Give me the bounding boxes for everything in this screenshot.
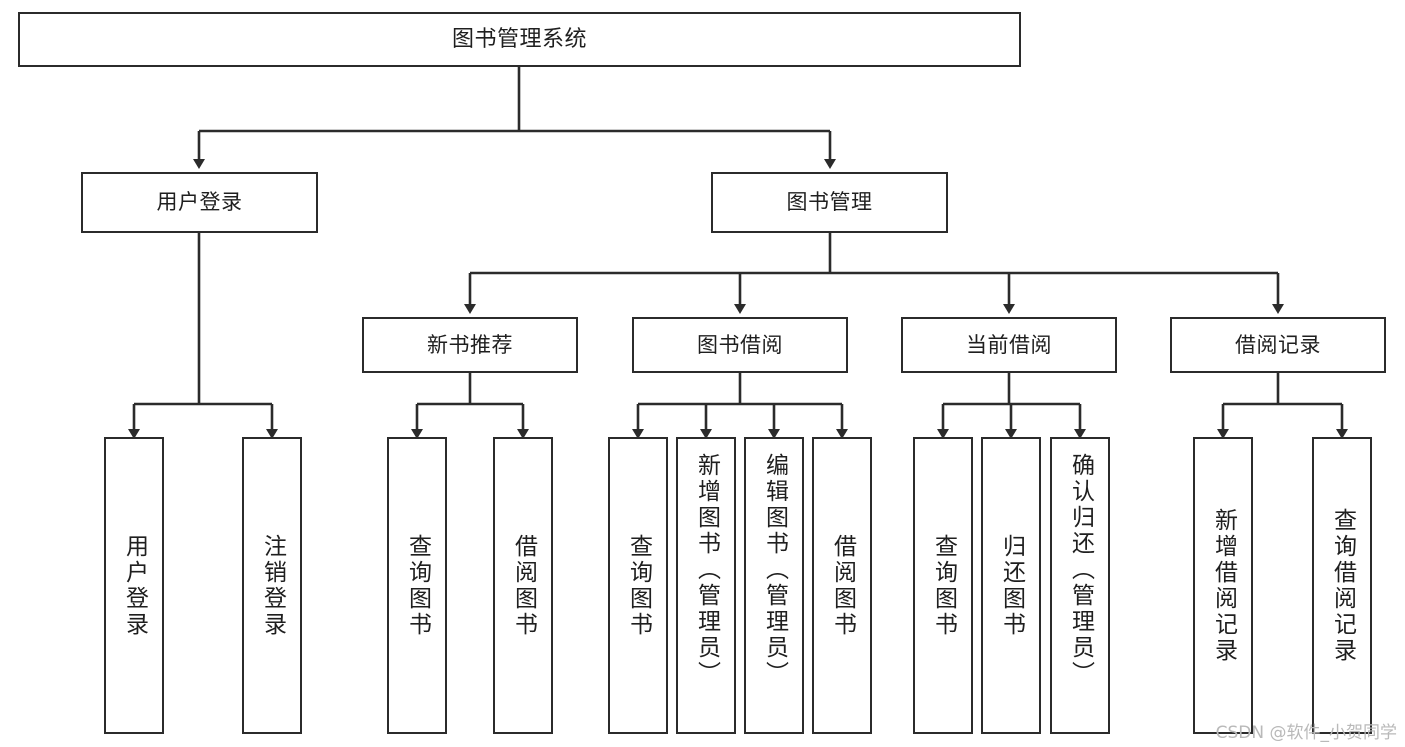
node-current-borrow[interactable]: 当前借阅	[901, 317, 1117, 373]
node-leaf-rec-add[interactable]: 新增借阅记录	[1193, 437, 1253, 734]
node-book-manage-label: 图书管理	[786, 190, 873, 215]
node-book-borrow-label: 图书借阅	[697, 332, 783, 357]
node-borrow-record[interactable]: 借阅记录	[1170, 317, 1386, 373]
node-leaf-rec-search[interactable]: 查询借阅记录	[1312, 437, 1372, 734]
node-new-book-rec-label: 新书推荐	[427, 332, 513, 357]
node-leaf-borrow-edit-label: 编辑图书（管理员）	[761, 453, 788, 687]
node-leaf-user-login[interactable]: 用户登录	[104, 437, 164, 734]
node-leaf-borrow-add[interactable]: 新增图书（管理员）	[676, 437, 736, 734]
node-leaf-cur-query-label: 查询图书	[930, 533, 957, 638]
node-book-manage[interactable]: 图书管理	[711, 172, 948, 233]
node-leaf-borrow-edit[interactable]: 编辑图书（管理员）	[744, 437, 804, 734]
node-leaf-rec-query-label: 查询图书	[404, 533, 431, 638]
node-leaf-borrow-query-label: 查询图书	[625, 533, 652, 638]
node-leaf-borrow-borrow[interactable]: 借阅图书	[812, 437, 872, 734]
node-root-label: 图书管理系统	[451, 26, 587, 52]
node-borrow-record-label: 借阅记录	[1235, 332, 1321, 357]
watermark-text: CSDN @软件_小贺同学	[1215, 723, 1397, 743]
node-leaf-rec-borrow[interactable]: 借阅图书	[493, 437, 553, 734]
node-leaf-borrow-borrow-label: 借阅图书	[829, 533, 856, 638]
node-leaf-cur-return[interactable]: 归还图书	[981, 437, 1041, 734]
node-leaf-rec-query[interactable]: 查询图书	[387, 437, 447, 734]
node-leaf-logout-label: 注销登录	[259, 533, 286, 638]
node-leaf-rec-borrow-label: 借阅图书	[510, 533, 537, 638]
node-leaf-logout[interactable]: 注销登录	[242, 437, 302, 734]
node-leaf-user-login-label: 用户登录	[121, 533, 148, 638]
node-user-login[interactable]: 用户登录	[81, 172, 318, 233]
node-leaf-cur-confirm[interactable]: 确认归还（管理员）	[1050, 437, 1110, 734]
node-user-login-label: 用户登录	[156, 190, 243, 215]
node-leaf-rec-search-label: 查询借阅记录	[1329, 507, 1356, 664]
node-root[interactable]: 图书管理系统	[18, 12, 1021, 67]
node-current-borrow-label: 当前借阅	[966, 332, 1052, 357]
node-leaf-cur-return-label: 归还图书	[998, 533, 1025, 638]
node-leaf-rec-add-label: 新增借阅记录	[1210, 507, 1237, 664]
node-leaf-borrow-add-label: 新增图书（管理员）	[693, 453, 720, 687]
node-book-borrow[interactable]: 图书借阅	[632, 317, 848, 373]
node-leaf-cur-query[interactable]: 查询图书	[913, 437, 973, 734]
node-new-book-rec[interactable]: 新书推荐	[362, 317, 578, 373]
node-leaf-cur-confirm-label: 确认归还（管理员）	[1067, 453, 1094, 687]
node-leaf-borrow-query[interactable]: 查询图书	[608, 437, 668, 734]
